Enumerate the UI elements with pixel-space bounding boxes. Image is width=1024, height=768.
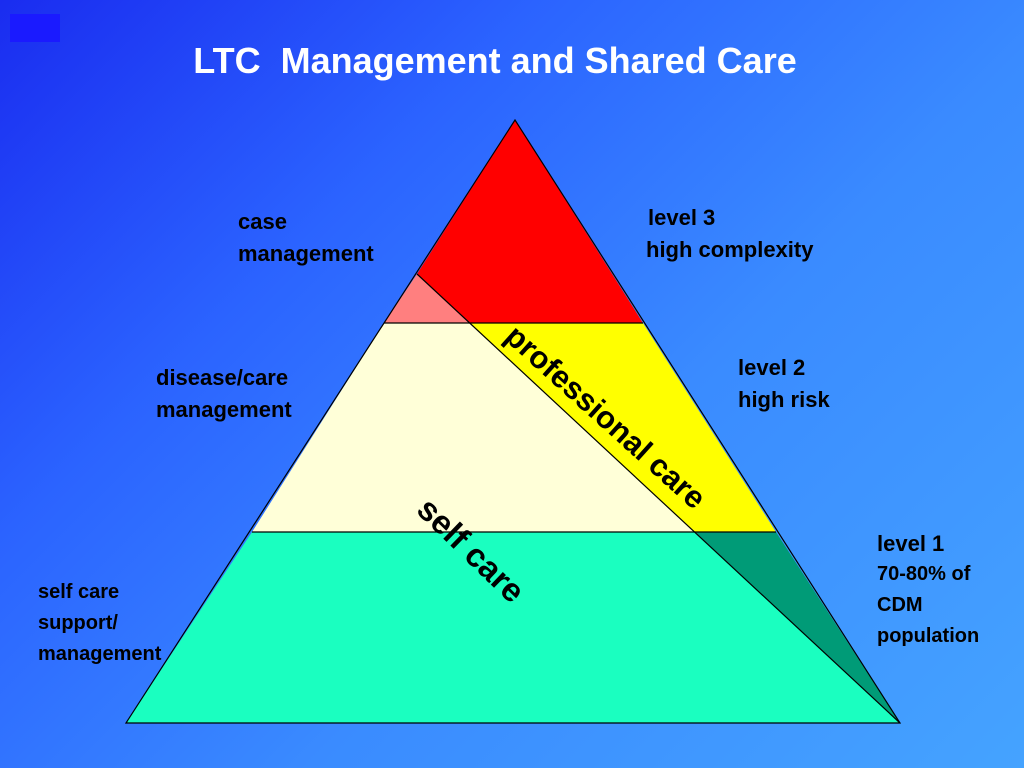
level3-professional-care-region	[417, 120, 643, 323]
level2-self-care-region	[252, 323, 694, 532]
level1-label: level 1 70-80% of CDM population	[877, 531, 980, 647]
level1-self-care-region	[126, 532, 900, 723]
self-care-support-label: self care support/ management	[38, 581, 162, 665]
care-split-diagonal	[416, 273, 901, 724]
pyramid-outline	[124, 118, 902, 724]
corner-decoration	[10, 14, 60, 42]
slide-title: LTC Management and Shared Care	[193, 40, 797, 81]
level3-label: level 3 high complexity	[646, 205, 814, 262]
disease-care-management-label: disease/care management	[156, 365, 292, 422]
level2-label: level 2 high risk	[738, 355, 830, 412]
level2-professional-care-region	[469, 323, 776, 532]
level3-self-care-region	[384, 274, 469, 323]
case-management-label: case management	[238, 209, 374, 266]
